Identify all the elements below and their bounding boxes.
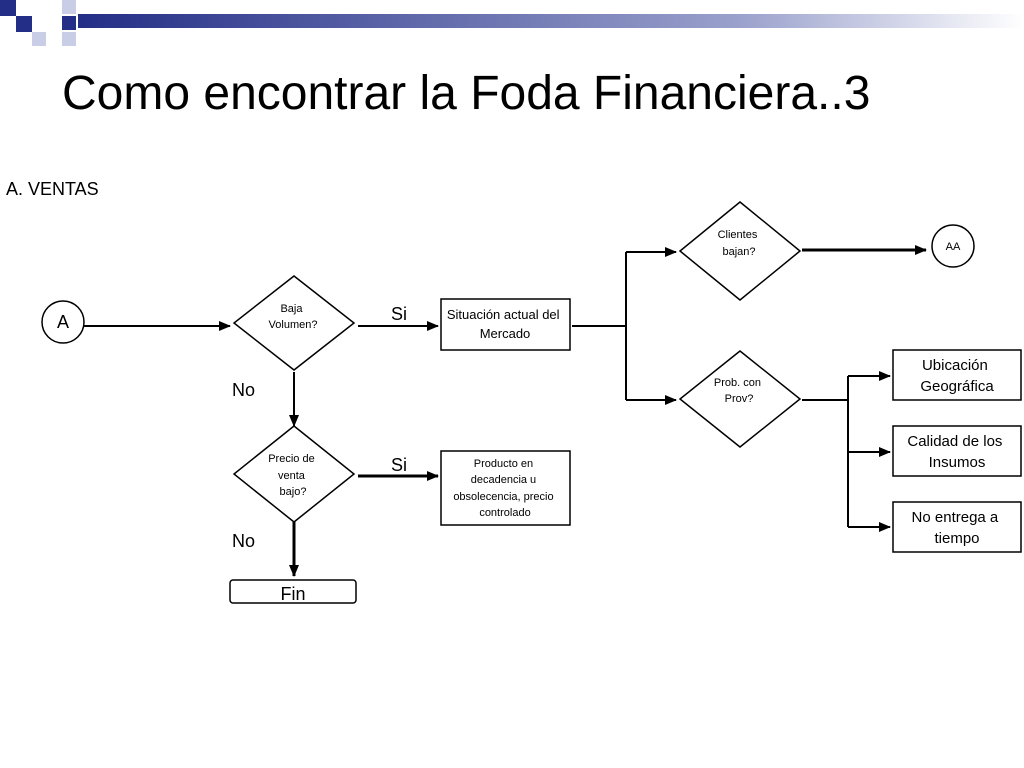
box-ubicacion-geografica (892, 349, 1022, 401)
logo-square-6 (62, 32, 76, 46)
section-heading: A. VENTAS (6, 179, 99, 199)
logo-square-5 (62, 16, 76, 30)
decision-baja-volumen-label: Baja Volumen? (269, 303, 318, 331)
box-situacion-line-1: Situación actual del (447, 307, 560, 322)
box-producto-line-2: decadencia u (471, 474, 536, 486)
decision-prob-prov (678, 350, 802, 448)
box-situacion-line-2: Mercado (480, 326, 531, 341)
decision-precio-line-3: bajo? (280, 486, 307, 498)
box-entrega-line-2: tiempo (934, 530, 979, 547)
no-label-volumen: No (232, 380, 255, 400)
decision-baja-volumen-line-1: Baja (280, 303, 303, 315)
box-situacion-mercado-label: Situación actual del Mercado (447, 307, 563, 341)
box-ubicacion-line-2: Geográfica (920, 378, 994, 395)
box-calidad-label: Calidad de los Insumos (907, 433, 1006, 471)
box-ubicacion-label: Ubicación Geográfica (920, 357, 994, 395)
decision-prov-line-1: Prob. con (714, 377, 761, 389)
box-producto-label: Producto en decadencia u obsolecencia, p… (453, 458, 556, 519)
title-gradient-bar (78, 14, 1024, 28)
box-situacion-mercado (440, 298, 571, 351)
box-entrega-label: No entrega a tiempo (912, 509, 1003, 547)
logo-square-1 (0, 0, 16, 16)
slide-logo-squares (0, 0, 76, 46)
yes-label-precio: Si (391, 455, 407, 475)
box-calidad-insumos (892, 425, 1022, 477)
decision-precio-venta-label: Precio de venta bajo? (268, 453, 318, 498)
decision-baja-volumen-line-2: Volumen? (269, 319, 318, 331)
box-producto-line-1: Producto en (474, 458, 533, 470)
start-node-circle (41, 300, 85, 344)
box-calidad-line-2: Insumos (929, 454, 986, 471)
decision-precio-line-2: venta (278, 470, 306, 482)
decision-prov-line-2: Prov? (725, 393, 754, 405)
box-producto-line-3: obsolecencia, precio (453, 491, 553, 503)
box-ubicacion-line-1: Ubicación (922, 357, 988, 374)
decision-precio-venta (232, 425, 356, 523)
logo-square-2 (16, 16, 32, 32)
terminator-fin-label: Fin (280, 584, 305, 604)
decision-clientes-bajan (678, 201, 802, 301)
terminator-fin (229, 579, 357, 604)
start-node-label: A (57, 312, 69, 332)
connector-node-aa-label: AA (946, 241, 961, 253)
connector-node-aa (931, 224, 975, 268)
decision-clientes-line-2: bajan? (722, 246, 755, 258)
logo-square-4 (62, 0, 76, 14)
decision-clientes-line-1: Clientes (718, 229, 758, 241)
yes-label-volumen: Si (391, 304, 407, 324)
box-producto-line-4: controlado (479, 507, 530, 519)
decision-baja-volumen (232, 275, 356, 371)
decision-precio-line-1: Precio de (268, 453, 314, 465)
box-no-entrega-tiempo (892, 501, 1022, 553)
box-calidad-line-1: Calidad de los (907, 433, 1002, 450)
logo-square-3 (32, 32, 46, 46)
slide-title: Como encontrar la Foda Financiera..3 (62, 67, 871, 120)
box-entrega-line-1: No entrega a (912, 509, 999, 526)
no-label-precio: No (232, 531, 255, 551)
decision-clientes-label: Clientes bajan? (718, 229, 761, 258)
decision-prov-label: Prob. con Prov? (714, 377, 764, 405)
box-producto-decadencia (440, 450, 571, 526)
connectors (84, 245, 927, 577)
